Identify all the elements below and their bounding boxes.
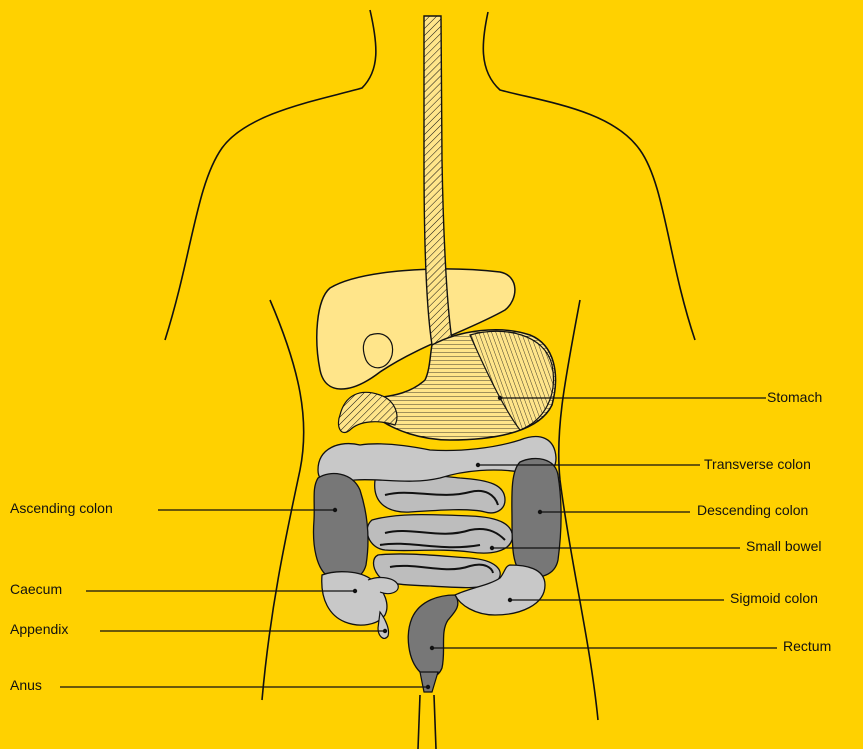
label-sigmoid-colon: Sigmoid colon <box>730 590 818 606</box>
label-transverse-colon: Transverse colon <box>704 456 811 472</box>
label-anus: Anus <box>10 677 42 693</box>
label-rectum: Rectum <box>783 638 831 654</box>
rectum-organ <box>408 595 458 677</box>
descending-colon-organ <box>512 458 561 576</box>
label-appendix: Appendix <box>10 621 68 637</box>
label-caecum: Caecum <box>10 581 62 597</box>
label-small-bowel: Small bowel <box>746 538 821 554</box>
right-leg-line <box>434 695 436 749</box>
appendix-organ <box>378 612 389 638</box>
label-ascending-colon: Ascending colon <box>10 500 113 516</box>
label-stomach: Stomach <box>767 389 822 405</box>
oesophagus <box>424 16 452 345</box>
anus-organ <box>420 672 438 692</box>
left-leg-line <box>418 695 420 749</box>
label-descending-colon: Descending colon <box>697 502 808 518</box>
left-arm-inner <box>262 300 304 700</box>
right-arm-inner <box>559 300 598 720</box>
ascending-colon-organ <box>314 474 368 582</box>
gallbladder <box>363 334 392 368</box>
